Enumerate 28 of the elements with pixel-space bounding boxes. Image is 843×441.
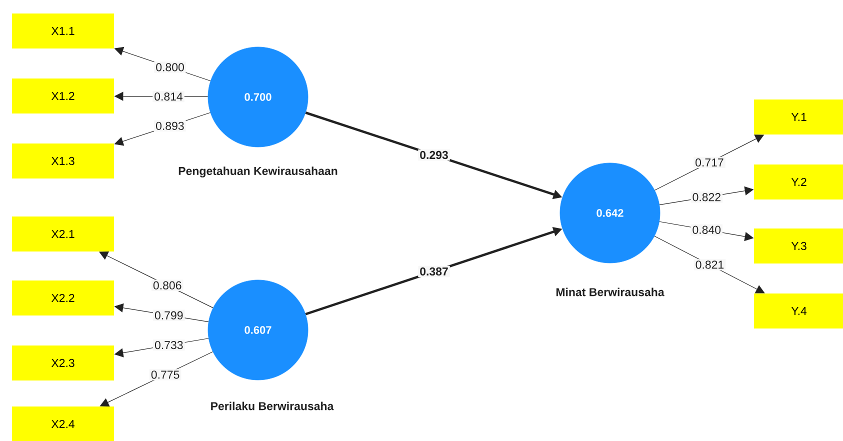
edge-label: 0.387 xyxy=(420,267,448,276)
indicator-box: X2.4 xyxy=(12,406,114,441)
indicator-box: X2.2 xyxy=(12,280,114,316)
edge-label: 0.814 xyxy=(154,92,183,101)
edge-label: 0.800 xyxy=(156,63,184,72)
indicator-box: Y.3 xyxy=(754,228,843,264)
indicator-box: Y.1 xyxy=(754,100,843,134)
construct-name: Perilaku Berwirausaha xyxy=(211,402,334,410)
edge-label: 0.775 xyxy=(151,370,180,379)
indicator-box: X1.3 xyxy=(12,144,114,178)
indicator-box: X1.1 xyxy=(12,14,114,48)
indicator-box: X2.3 xyxy=(12,345,114,380)
edge-label: 0.821 xyxy=(696,260,724,269)
edge-label: 0.822 xyxy=(692,193,720,202)
edge-label: 0.806 xyxy=(153,281,182,290)
edge-label: 0.840 xyxy=(692,226,721,234)
edge-label: 0.733 xyxy=(154,341,183,350)
edge-label: 0.293 xyxy=(420,150,448,160)
arrow xyxy=(654,236,765,294)
edge-label: 0.893 xyxy=(156,122,184,130)
indicator-box: X1.2 xyxy=(12,78,114,114)
indicator-box: X2.1 xyxy=(12,216,114,252)
construct-name: Pengetahuan Kewirausahaan xyxy=(178,166,338,178)
indicator-box: Y.2 xyxy=(754,164,843,200)
edge-label: 0.717 xyxy=(696,158,724,167)
construct-name: Minat Berwirausaha xyxy=(556,288,664,296)
edge-label: 0.799 xyxy=(154,311,183,320)
indicator-box: Y.4 xyxy=(754,293,843,328)
